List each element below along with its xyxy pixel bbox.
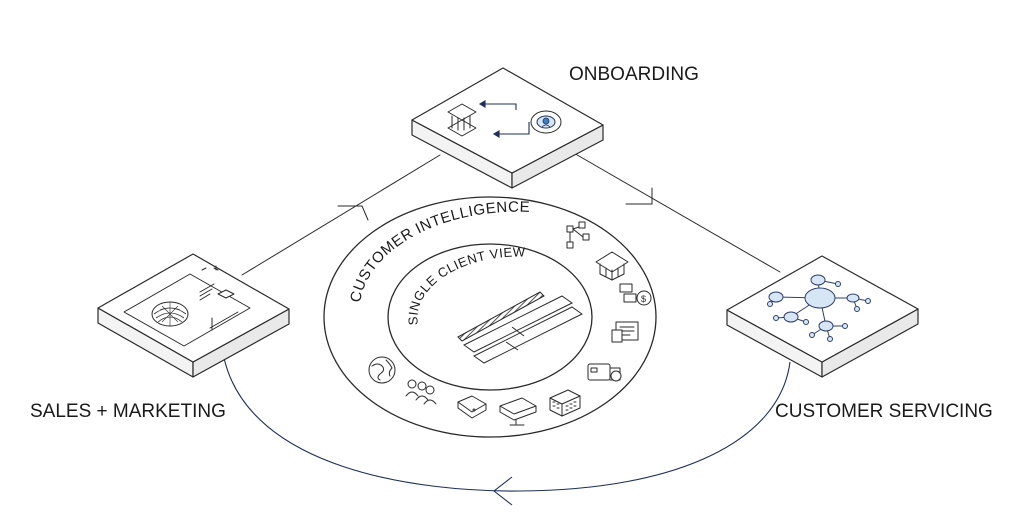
outer-ring bbox=[323, 196, 657, 438]
people-group-icon bbox=[405, 379, 437, 405]
flow-arrow-bottom-icon bbox=[493, 476, 513, 506]
inner-ring bbox=[387, 243, 593, 391]
payment-card-icon bbox=[587, 363, 622, 382]
customer-intelligence-ring: CUSTOMER INTELLIGENCE SINGLE CLIENT VIEW bbox=[323, 196, 657, 438]
fingerprint-globe-icon bbox=[151, 301, 189, 327]
money-exchange-icon: $ bbox=[619, 283, 652, 306]
exchange-arrows-icon bbox=[478, 100, 530, 138]
connector-servicing-sales bbox=[223, 357, 791, 492]
connector-lines bbox=[223, 151, 791, 506]
customer-servicing-label: CUSTOMER SERVICING bbox=[775, 401, 993, 422]
sales-marketing-label: SALES + MARKETING bbox=[30, 401, 226, 422]
onboarding-label: ONBOARDING bbox=[569, 64, 699, 85]
network-icon bbox=[767, 274, 871, 342]
connector-onboarding-servicing bbox=[571, 151, 781, 273]
user-target-icon bbox=[530, 110, 562, 134]
flow-arrow-right-icon bbox=[625, 187, 653, 205]
office-building-icon bbox=[549, 389, 581, 417]
monitor-icon bbox=[499, 397, 537, 426]
bank-icon bbox=[447, 103, 477, 137]
svg-text:$: $ bbox=[641, 294, 646, 304]
onboarding-block bbox=[411, 67, 604, 189]
sales-marketing-block bbox=[97, 253, 290, 378]
connector-onboarding-sales bbox=[241, 154, 441, 276]
document-icon bbox=[611, 321, 639, 343]
hierarchy-icon bbox=[566, 221, 590, 249]
single-client-view-graphic bbox=[457, 291, 583, 364]
bank-house-icon bbox=[595, 251, 629, 281]
globe-icon bbox=[368, 356, 396, 384]
customer-servicing-block bbox=[726, 255, 919, 378]
tablet-icon bbox=[457, 395, 487, 419]
flow-arrow-left-icon bbox=[337, 205, 369, 221]
